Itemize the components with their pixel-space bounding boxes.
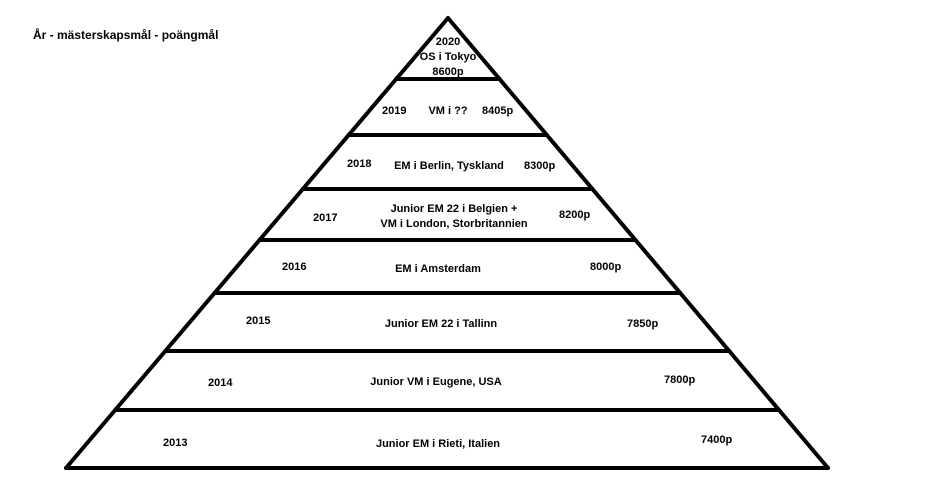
level-goal: EM i Amsterdam [395,263,481,275]
level-goal: VM i London, Storbritannien [380,218,528,230]
level-points: 8600p [432,66,463,78]
level-year: 2020 [436,36,460,48]
level-year: 2018 [347,158,371,170]
level-year: 2016 [282,261,306,273]
level-goal: VM i ?? [428,105,467,117]
level-goal: Junior EM i Rieti, Italien [376,438,500,450]
pyramid-right-edge [446,16,830,470]
level-goal: Junior EM 22 i Belgien + [391,203,518,215]
level-goal: Junior VM i Eugene, USA [370,376,501,388]
pyramid-left-edge [64,16,450,470]
level-points: 8300p [524,160,555,172]
level-year: 2013 [163,437,187,449]
level-goal: EM i Berlin, Tyskland [394,160,504,172]
level-points: 7800p [664,374,695,386]
level-points: 8200p [559,209,590,221]
pyramid-outline [64,16,830,470]
level-year: 2019 [382,105,406,117]
diagram-heading: År - mästerskapsmål - poängmål [33,28,219,42]
level-points: 8405p [482,105,513,117]
level-year: 2017 [313,212,337,224]
level-goal: OS i Tokyo [420,51,477,63]
level-year: 2015 [246,315,270,327]
level-goal: Junior EM 22 i Tallinn [385,318,498,330]
level-points: 8000p [590,261,621,273]
level-points: 7850p [627,318,658,330]
level-year: 2014 [208,377,233,389]
level-points: 7400p [701,434,732,446]
